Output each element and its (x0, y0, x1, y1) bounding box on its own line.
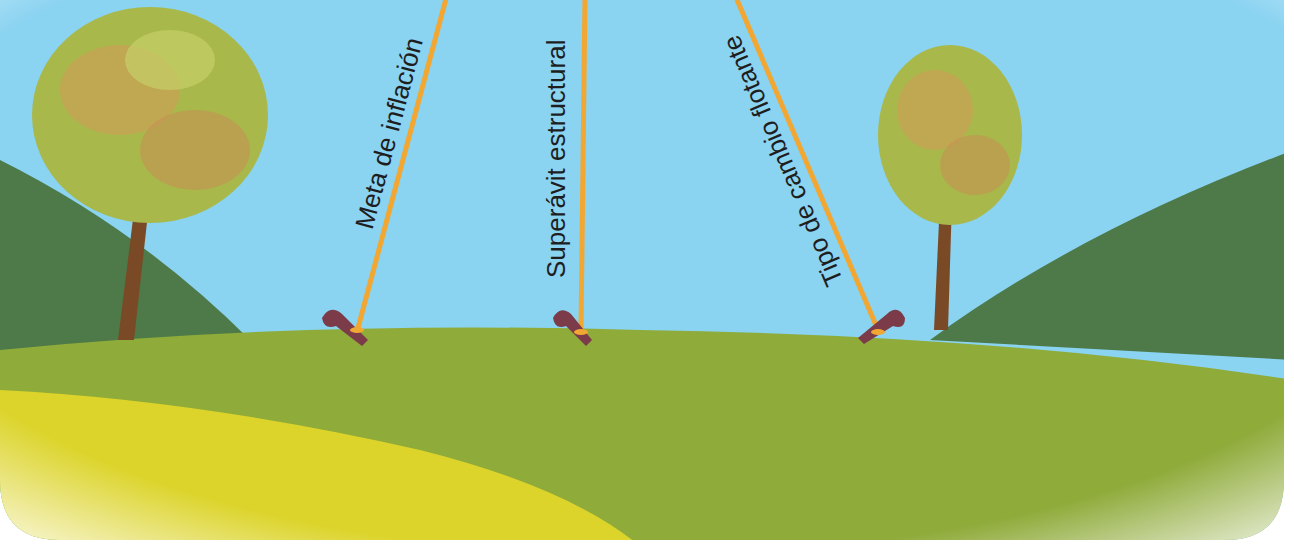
rope-knot (871, 329, 885, 335)
tree-canopy-patch (125, 30, 215, 90)
tree-canopy-patch (140, 110, 250, 190)
tree-canopy (32, 7, 268, 223)
rope-knot (350, 327, 364, 333)
rope (581, 0, 585, 330)
tree-canopy (878, 45, 1022, 225)
rope (735, 0, 878, 330)
rope-label: Tipo de cambio flotante (716, 31, 849, 291)
rope-label: Superávit estructural (541, 40, 571, 278)
rope-label: Meta de inflación (349, 34, 429, 232)
tent-peg (322, 310, 905, 346)
tree-canopy-patch (940, 135, 1010, 195)
rope-knot (574, 329, 588, 335)
